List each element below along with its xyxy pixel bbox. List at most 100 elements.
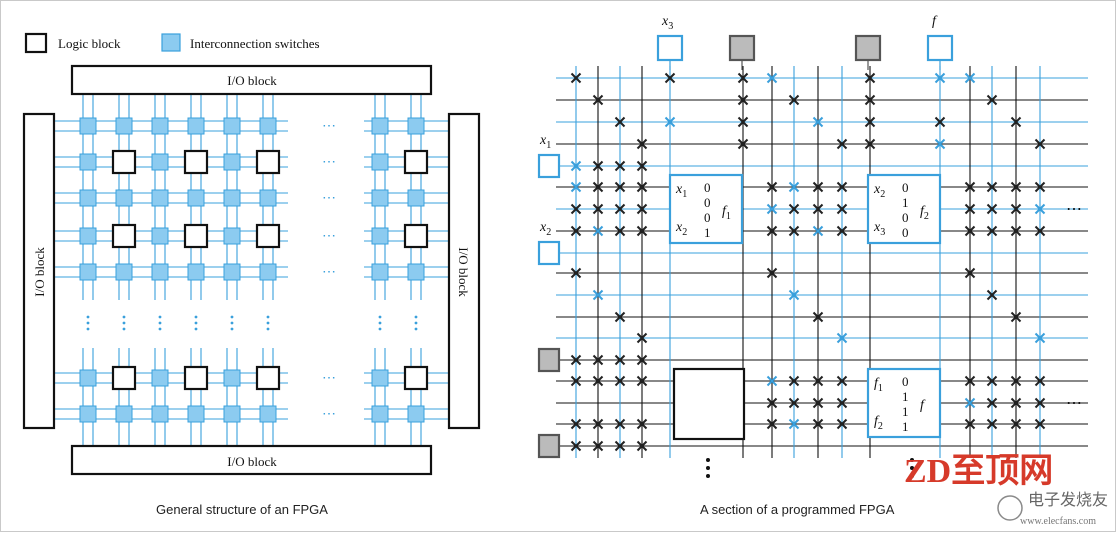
interconnection-switch (371, 263, 389, 281)
switch-cross (766, 418, 778, 430)
switch-cross-stroke (737, 116, 749, 128)
switch-cross (614, 203, 626, 215)
switch-cross (766, 267, 778, 279)
switch-cross-stroke (766, 72, 778, 84)
left-cell-array (79, 117, 429, 423)
switch-cross (836, 418, 848, 430)
switch-cross-stroke (570, 203, 582, 215)
switch-cross-stroke (986, 289, 998, 301)
switch-cross (964, 181, 976, 193)
switch-cross-stroke (788, 418, 800, 430)
switch-cross-stroke (570, 181, 582, 193)
left-ellipsis-v-dot (86, 327, 90, 331)
switch-cross (570, 181, 582, 193)
switch-cross (570, 267, 582, 279)
switch-cross (1010, 397, 1022, 409)
switch-cross (614, 418, 626, 430)
lut-block-3-truth-bit: 1 (902, 419, 909, 434)
switch-cross (592, 160, 604, 172)
switch-cross-stroke (614, 225, 626, 237)
interconnection-switch (259, 117, 277, 135)
interconnection-switch (407, 263, 425, 281)
watermark-logo: ZD至顶网 (904, 453, 1053, 490)
switch-cross-stroke (592, 203, 604, 215)
switch-cross-stroke (788, 375, 800, 387)
left-ellipsis-v-dot (414, 327, 418, 331)
switch-cross-stroke (570, 375, 582, 387)
interconnection-switch (151, 189, 169, 207)
switch-cross-stroke (788, 203, 800, 215)
lut-block-3-truth-bit: 0 (902, 374, 909, 389)
switch-cross (592, 289, 604, 301)
interconnection-switch (151, 369, 169, 387)
switch-cross-stroke (570, 267, 582, 279)
right-ellipsis-v-dot (910, 474, 914, 478)
switch-cross-stroke (788, 181, 800, 193)
switch-cross (592, 418, 604, 430)
switch-cross-stroke (836, 418, 848, 430)
left-ellipsis-v-dot (378, 321, 382, 325)
switch-cross (1034, 418, 1046, 430)
io-block-right (447, 112, 481, 430)
interconnection-switch (371, 227, 389, 245)
interconnection-switch (407, 405, 425, 423)
switch-cross-stroke (836, 181, 848, 193)
switch-cross-stroke (636, 160, 648, 172)
lut-block-2-input-bottom: x3 (873, 220, 885, 238)
switch-cross (836, 375, 848, 387)
switch-cross (636, 138, 648, 150)
lut-block-1-truth-bit: 1 (704, 225, 711, 240)
interconnection-switch (371, 189, 389, 207)
switch-cross-stroke (964, 267, 976, 279)
switch-cross-stroke (1010, 311, 1022, 323)
switch-cross (570, 160, 582, 172)
left-ellipsis-v-dot (378, 327, 382, 331)
switch-cross-stroke (812, 397, 824, 409)
switch-cross-stroke (636, 440, 648, 452)
switch-cross-stroke (570, 225, 582, 237)
left-ellipsis-h: ⋯ (322, 407, 336, 422)
switch-cross (836, 332, 848, 344)
switch-cross-stroke (614, 160, 626, 172)
switch-cross (1034, 138, 1046, 150)
lut-block-2-box (866, 173, 942, 245)
switch-cross (964, 418, 976, 430)
switch-cross (614, 440, 626, 452)
switch-cross (636, 418, 648, 430)
switch-cross-stroke (636, 418, 648, 430)
switch-cross-stroke (614, 418, 626, 430)
switch-cross (812, 375, 824, 387)
interconnection-switch (407, 117, 425, 135)
interconnection-switch (151, 405, 169, 423)
switch-cross (934, 116, 946, 128)
switch-cross (570, 72, 582, 84)
lut-block-2-truth-bit: 1 (902, 195, 909, 210)
switch-cross-stroke (964, 72, 976, 84)
interconnection-switch (259, 189, 277, 207)
switch-cross-stroke (1034, 138, 1046, 150)
switch-cross-stroke (934, 116, 946, 128)
top-io-pin-label: x3 (661, 14, 673, 32)
left-ellipsis-v-dot (86, 321, 90, 325)
switch-cross-stroke (964, 418, 976, 430)
switch-cross-stroke (766, 375, 778, 387)
switch-cross-stroke (986, 418, 998, 430)
switch-cross (636, 203, 648, 215)
interconnection-switch (187, 405, 205, 423)
switch-cross (788, 181, 800, 193)
switch-cross (570, 375, 582, 387)
switch-cross (737, 138, 749, 150)
switch-cross (636, 181, 648, 193)
interconnection-switch (115, 189, 133, 207)
switch-cross (1010, 311, 1022, 323)
switch-cross (766, 181, 778, 193)
switch-cross-stroke (592, 225, 604, 237)
left-caption: General structure of an FPGA (156, 502, 328, 517)
legend-switch-label: Interconnection switches (190, 36, 320, 51)
switch-cross-stroke (614, 375, 626, 387)
switch-cross (788, 418, 800, 430)
